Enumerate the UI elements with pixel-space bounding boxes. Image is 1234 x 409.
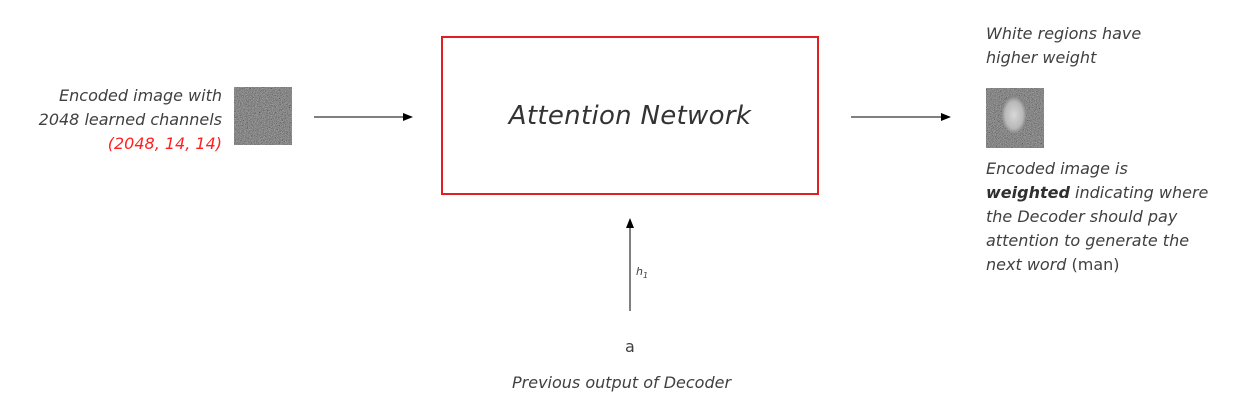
desc-line1: Encoded image is xyxy=(986,159,1128,178)
previous-token: a xyxy=(625,337,635,356)
weighted-image-description: Encoded image is weighted indicating whe… xyxy=(986,157,1226,277)
encoded-image xyxy=(234,87,292,145)
weighted-noise-svg xyxy=(986,88,1044,148)
desc-line2-rest: indicating where xyxy=(1069,183,1209,202)
encoded-image-label: Encoded image with 2048 learned channels… xyxy=(20,84,222,156)
encoded-image-label-line1: Encoded image with xyxy=(59,86,222,105)
weight-note-line1: White regions have xyxy=(986,24,1142,43)
weight-note: White regions have higher weight xyxy=(986,22,1186,70)
hidden-state-h: h xyxy=(636,265,643,278)
attention-network-title: Attention Network xyxy=(508,100,752,131)
hidden-state-subscript: 1 xyxy=(642,271,649,281)
weighted-image xyxy=(986,88,1044,148)
desc-bold-weighted: weighted xyxy=(986,183,1070,202)
desc-line3: the Decoder should pay xyxy=(986,207,1178,226)
desc-line4: attention to generate the xyxy=(986,231,1190,250)
desc-man: (man) xyxy=(1066,255,1120,274)
hidden-state-label: h1 xyxy=(636,265,648,280)
attention-network-box: Attention Network xyxy=(441,36,819,195)
encoded-noise-svg xyxy=(234,87,292,145)
encoded-image-label-line2: 2048 learned channels xyxy=(38,110,222,129)
desc-line5: next word (man) xyxy=(986,253,1226,277)
encoded-image-shape: (2048, 14, 14) xyxy=(107,134,222,153)
desc-next-word: next word xyxy=(986,255,1067,274)
previous-output-caption: Previous output of Decoder xyxy=(512,373,732,392)
attention-blob xyxy=(1002,97,1026,133)
weight-note-line2: higher weight xyxy=(986,48,1097,67)
desc-line2: weighted indicating where xyxy=(986,181,1226,205)
